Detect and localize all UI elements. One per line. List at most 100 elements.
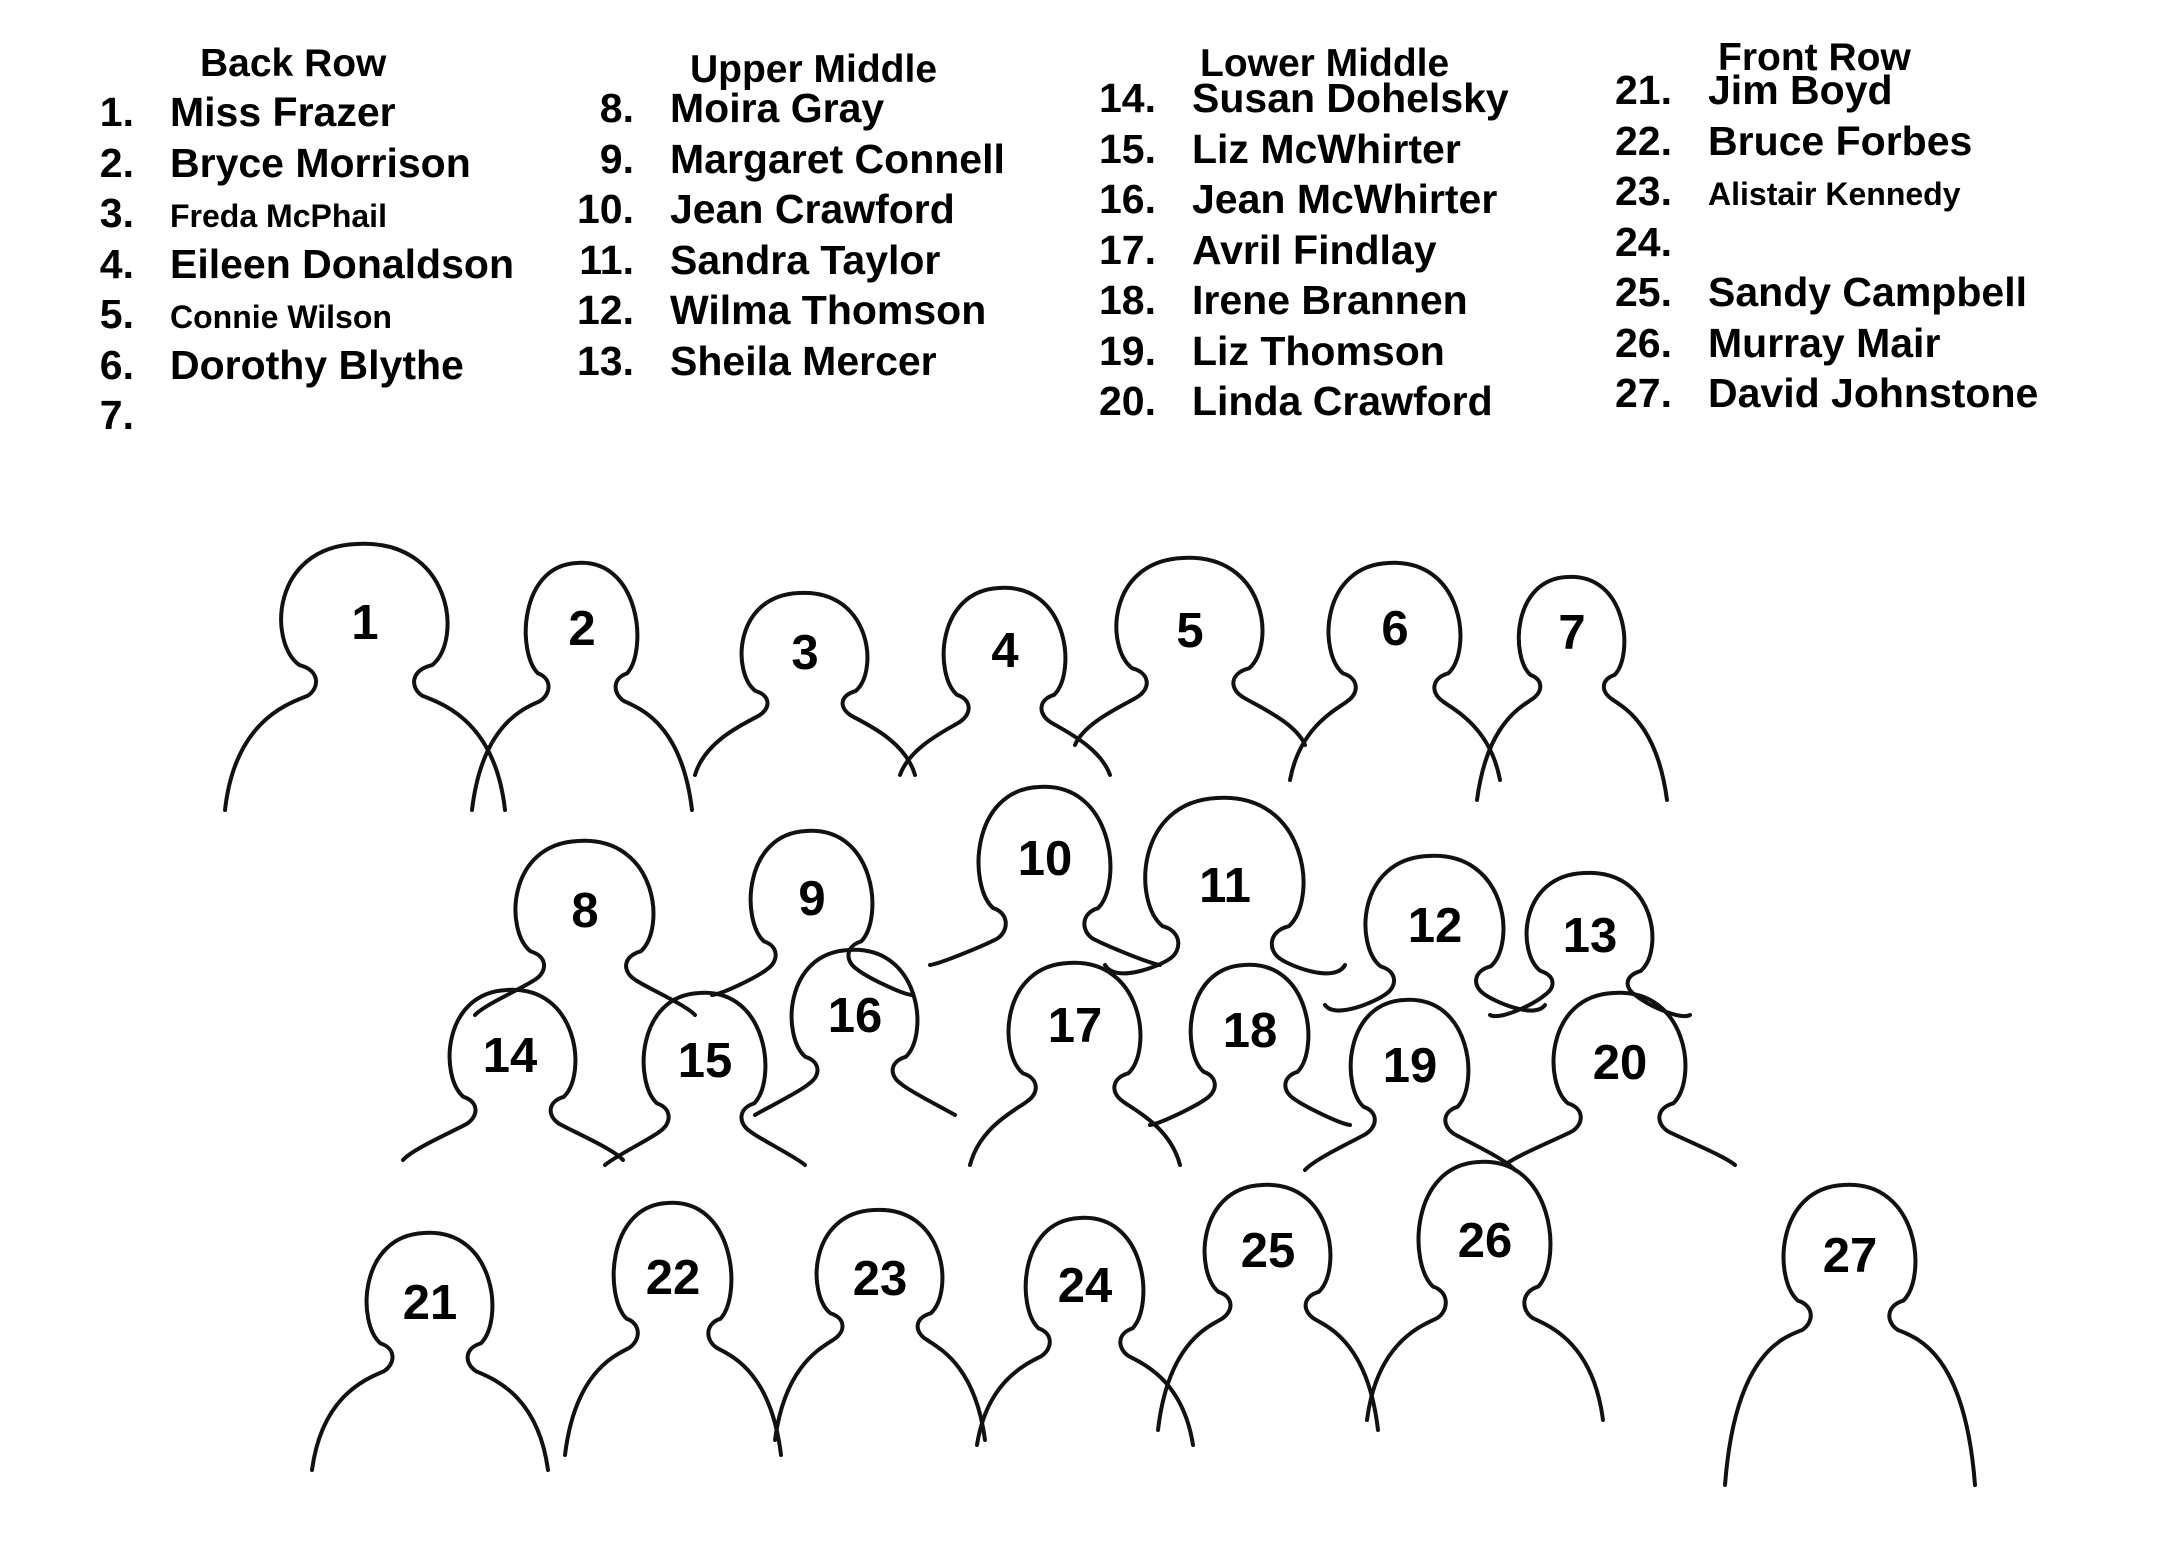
entry-number: 27. (1615, 370, 1672, 416)
entry-number: 24. (1615, 218, 1672, 265)
key-entry: 20.Linda Crawford (1099, 376, 1493, 426)
entry-number: 22. (1615, 117, 1672, 164)
key-entry: 15. Liz McWhirter (1099, 124, 1461, 174)
key-entry: 9.Margaret Connell (600, 134, 1005, 184)
key-entry: 14. Susan Dohelsky (1099, 73, 1509, 123)
row-title: Upper Middle (690, 48, 938, 91)
entry-name: Connie Wilson (170, 299, 392, 335)
entry-name: Freda McPhail (170, 198, 387, 234)
key-entry: 5. Connie Wilson (100, 289, 392, 339)
silhouette-outline (223, 541, 507, 812)
silhouette-17: 17 (968, 960, 1182, 1167)
silhouette-outline (693, 590, 917, 777)
silhouette-number: 16 (828, 989, 883, 1043)
silhouette-20: 20 (1503, 990, 1737, 1167)
silhouette-11: 11 (1103, 795, 1347, 976)
silhouette-outline (1103, 795, 1347, 976)
entry-name: Jim Boyd (1708, 67, 1893, 113)
silhouette-6: 6 (1288, 560, 1502, 782)
key-entry: 6.Dorothy Blythe (100, 340, 464, 390)
silhouette-number: 18 (1223, 1004, 1278, 1058)
key-entry: 2. Bryce Morrison (100, 138, 471, 188)
silhouette-18: 18 (1148, 962, 1352, 1127)
entry-number: 9. (599, 135, 634, 182)
silhouette-7: 7 (1475, 574, 1669, 802)
entry-name: Eileen Donaldson (170, 240, 514, 287)
entry-number: 3. (99, 190, 134, 236)
entry-number: 8. (599, 85, 634, 131)
silhouette-number: 3 (791, 626, 818, 680)
key-entry: 1.Miss Frazer (100, 87, 396, 137)
entry-name: Bryce Morrison (170, 139, 471, 186)
key-entry: 13.Sheila Mercer (577, 336, 937, 386)
entry-number: 14. (1099, 75, 1156, 121)
silhouette-outline (470, 560, 694, 812)
silhouette-outline (928, 784, 1162, 967)
entry-number: 15. (1099, 125, 1156, 172)
entry-name: Avril Findlay (1192, 226, 1437, 273)
silhouette-outline (773, 1207, 987, 1442)
entry-number: 4. (99, 240, 134, 287)
silhouette-22: 22 (563, 1200, 783, 1457)
entry-name: Murray Mair (1708, 319, 1941, 366)
entry-number: 26. (1615, 319, 1672, 366)
entry-name: Wilma Thomson (670, 287, 987, 333)
entry-number: 20. (1099, 378, 1156, 424)
entry-name: Sheila Mercer (670, 337, 937, 384)
entry-number: 21. (1615, 67, 1672, 113)
key-entry: 22.Bruce Forbes (1615, 116, 1972, 166)
silhouette-number: 19 (1383, 1039, 1438, 1093)
silhouette-outline (1073, 555, 1307, 747)
entry-number: 5. (99, 291, 134, 337)
key-entry: 23.Alistair Kennedy (1615, 166, 1961, 216)
row-title: Lower Middle (1200, 42, 1450, 85)
silhouette-14: 14 (401, 987, 625, 1162)
silhouette-number: 8 (571, 884, 598, 938)
silhouette-5: 5 (1073, 555, 1307, 747)
entry-number: 2. (99, 139, 134, 186)
key-entry: 27.David Johnstone (1615, 368, 2038, 418)
silhouette-number: 24 (1058, 1259, 1113, 1313)
silhouette-number: 26 (1458, 1214, 1513, 1268)
silhouette-8: 8 (473, 838, 697, 1017)
silhouette-27: 27 (1723, 1182, 1977, 1487)
entry-name: Jean Crawford (670, 186, 955, 232)
silhouette-outline (310, 1230, 550, 1472)
silhouette-outline (563, 1200, 783, 1457)
entry-number: 23. (1615, 168, 1672, 214)
key-entry: 25.Sandy Campbell (1615, 267, 2027, 317)
entry-name: Liz McWhirter (1192, 125, 1461, 172)
entry-name: Jean McWhirter (1192, 176, 1498, 222)
entry-name: Liz Thomson (1192, 327, 1445, 374)
silhouette-21: 21 (310, 1230, 550, 1472)
silhouette-outline (710, 828, 914, 997)
silhouette-number: 1 (351, 596, 378, 650)
silhouette-outline (1323, 853, 1547, 1013)
silhouette-outline (1723, 1182, 1977, 1487)
entry-number: 7. (99, 392, 134, 438)
silhouette-number: 2 (568, 602, 595, 656)
entry-number: 11. (579, 236, 634, 283)
silhouette-number: 4 (991, 624, 1018, 678)
key-entry: 11.Sandra Taylor (579, 235, 940, 285)
entry-name: Moira Gray (670, 85, 885, 131)
entry-number: 6. (99, 341, 134, 388)
silhouette-9: 9 (710, 828, 914, 997)
entry-number: 16. (1099, 176, 1156, 222)
silhouette-15: 15 (603, 990, 807, 1167)
key-entry: 8. Moira Gray (600, 83, 885, 133)
silhouette-number: 6 (1381, 602, 1408, 656)
entry-name: Sandy Campbell (1708, 269, 2027, 315)
entry-name: Miss Frazer (170, 89, 396, 135)
key-entry: 4. Eileen Donaldson (100, 239, 514, 289)
entry-name: Susan Dohelsky (1192, 75, 1509, 121)
silhouette-outline (975, 1215, 1195, 1447)
silhouette-number: 11 (1199, 859, 1251, 913)
silhouette-outline (753, 947, 957, 1117)
silhouette-2: 2 (470, 560, 694, 812)
silhouette-16: 16 (753, 947, 957, 1117)
silhouette-outline (1365, 1159, 1605, 1422)
silhouette-number: 7 (1558, 606, 1585, 660)
